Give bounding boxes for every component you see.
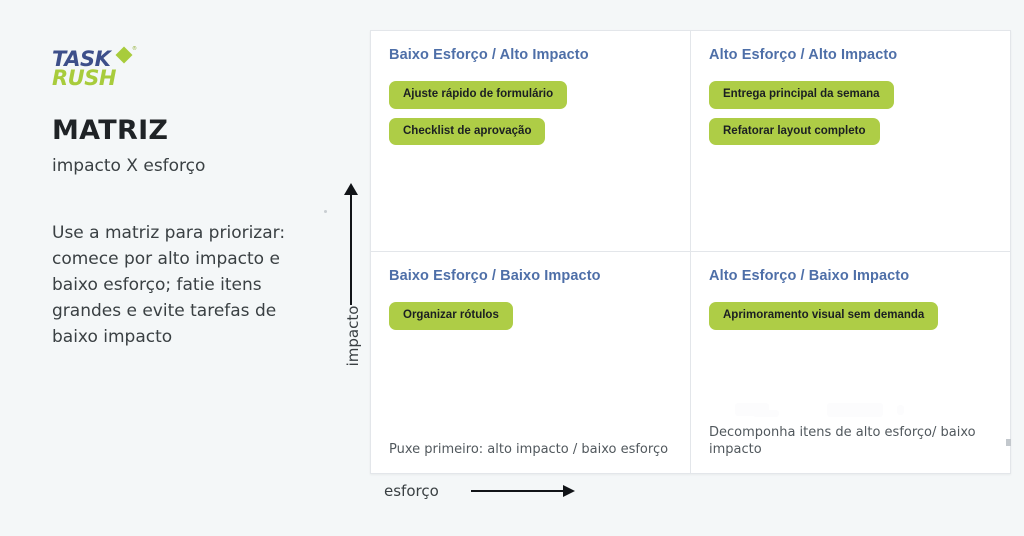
- quadrant-baixo-esforco-alto-impacto[interactable]: Baixo Esforço / Alto Impacto Ajuste rápi…: [371, 31, 691, 251]
- task-chip[interactable]: Aprimoramento visual sem demanda: [709, 302, 939, 330]
- task-chip-list: Entrega principal da semana Refatorar la…: [709, 81, 992, 146]
- intro-panel: TASK ® RUSH MATRIZ impacto X esforço Use…: [52, 46, 314, 367]
- task-chip[interactable]: Checklist de aprovação: [389, 117, 546, 146]
- logo-word-rush: RUSH: [52, 66, 116, 90]
- axis-decorative-dot: [324, 210, 327, 213]
- task-chip[interactable]: Entrega principal da semana: [709, 81, 894, 109]
- quadrant-baixo-esforco-baixo-impacto[interactable]: Baixo Esforço / Baixo Impacto Organizar …: [371, 252, 691, 473]
- logo-word-task: TASK: [52, 47, 111, 71]
- task-chip-list: Aprimoramento visual sem demanda: [709, 302, 992, 330]
- y-axis: impacto: [324, 183, 372, 399]
- matrix-row-high-impact: Baixo Esforço / Alto Impacto Ajuste rápi…: [371, 31, 1010, 251]
- logo-diamond-icon: [115, 46, 133, 64]
- y-axis-line: [350, 193, 352, 305]
- x-axis-label: esforço: [384, 482, 439, 500]
- brand-logo: TASK ® RUSH: [52, 46, 137, 94]
- quadrant-title: Baixo Esforço / Alto Impacto: [389, 47, 589, 63]
- impact-effort-matrix: Baixo Esforço / Alto Impacto Ajuste rápi…: [370, 30, 1011, 474]
- page-title: MATRIZ: [52, 115, 169, 146]
- page-subtitle: impacto X esforço: [52, 155, 206, 176]
- y-axis-label: impacto: [344, 305, 362, 367]
- x-axis-arrow-icon: [470, 485, 575, 497]
- task-chip[interactable]: Ajuste rápido de formulário: [389, 81, 568, 109]
- task-chip-list: Ajuste rápido de formulário Checklist de…: [389, 81, 672, 146]
- quadrant-alto-esforco-baixo-impacto[interactable]: Alto Esforço / Baixo Impacto Aprimoramen…: [691, 252, 1010, 473]
- quadrant-title: Baixo Esforço / Baixo Impacto: [389, 268, 601, 284]
- quadrant-title: Alto Esforço / Baixo Impacto: [709, 268, 910, 284]
- task-chip[interactable]: Organizar rótulos: [389, 302, 513, 330]
- scroll-indicator[interactable]: [1006, 439, 1011, 446]
- y-axis-arrowhead-icon: [344, 183, 358, 195]
- quadrant-note: Decomponha itens de alto esforço/ baixo …: [709, 424, 976, 458]
- task-chip-list: Organizar rótulos: [389, 302, 672, 330]
- matrix-row-low-impact: Baixo Esforço / Baixo Impacto Organizar …: [371, 251, 1010, 473]
- quadrant-alto-esforco-alto-impacto[interactable]: Alto Esforço / Alto Impacto Entrega prin…: [691, 31, 1010, 251]
- background-watermark: [707, 399, 907, 421]
- x-axis: esforço: [384, 482, 575, 500]
- quadrant-note: Puxe primeiro: alto impacto / baixo esfo…: [389, 442, 669, 458]
- intro-description: Use a matriz para priorizar: comece por …: [52, 223, 286, 348]
- quadrant-title: Alto Esforço / Alto Impacto: [709, 47, 898, 63]
- trademark-symbol: ®: [132, 46, 137, 52]
- task-chip[interactable]: Refatorar layout completo: [709, 117, 880, 146]
